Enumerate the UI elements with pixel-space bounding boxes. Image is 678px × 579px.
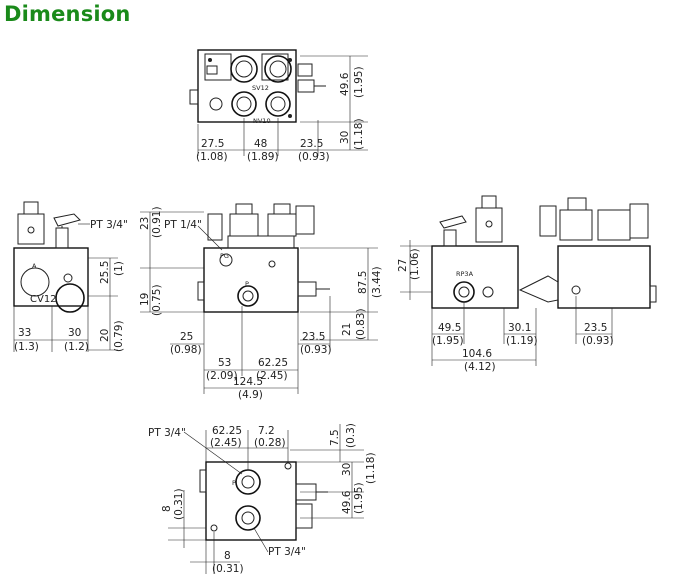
front-dim-v2-in: (0.75) — [151, 284, 163, 316]
front-dim-v4-in: (0.83) — [355, 308, 367, 340]
label-rp3a: RP3A — [456, 270, 474, 278]
front-dim-v2: 19 — [139, 293, 151, 306]
top-view: SV12 NV10 27.5 (1.08) 48 (1.89) 23.5 (0.… — [189, 49, 368, 163]
bottom-pt-label-1: PT 3/4" — [148, 427, 186, 439]
left-view: A CV12 PT 3/4" 25.5 (1) 20 (0.79) 33 (1.… — [13, 201, 128, 353]
right-dim-w3: 104.6 — [462, 348, 492, 360]
bottom-dim-w1: 62.25 — [212, 425, 242, 437]
label-a: A — [32, 262, 37, 270]
top-dim-w3-in: (0.93) — [298, 151, 330, 163]
label-sv12: SV12 — [252, 84, 269, 92]
bottom-dim-v4-in: (0.31) — [173, 488, 185, 520]
front-dim-v4: 21 — [341, 323, 353, 336]
left-dim-h1: 25.5 — [99, 261, 111, 284]
right-view: RP3A 27 (1.06) 49.5 (1.95) 30. — [397, 195, 657, 373]
left-dim-w2: 30 — [68, 327, 81, 339]
bottom-dim-v3-in: (1.95) — [353, 482, 365, 514]
right-dim-v1-in: (1.06) — [409, 248, 421, 280]
right-dim-w1: 49.5 — [438, 322, 461, 334]
bottom-dim-w1-in: (2.45) — [210, 437, 242, 449]
top-dim-w1-in: (1.08) — [196, 151, 228, 163]
label-cv12: CV12 — [30, 294, 57, 305]
top-dim-w3: 23.5 — [300, 138, 323, 150]
front-dim-v3: 87.5 — [357, 271, 369, 294]
right-dim-w3-in: (4.12) — [464, 361, 496, 373]
bottom-pt-label-2: PT 3/4" — [268, 546, 306, 558]
front-dim-w2-in: (0.93) — [300, 344, 332, 356]
left-dim-h2: 20 — [99, 329, 111, 342]
top-dim-h1: 49.6 — [339, 72, 351, 96]
front-dim-w4-in: (2.45) — [256, 370, 288, 382]
right-dim-w2: 30.1 — [508, 322, 531, 334]
top-dim-w1: 27.5 — [201, 138, 224, 150]
left-dim-h1-in: (1) — [113, 261, 125, 276]
bottom-dim-w3-in: (0.31) — [212, 563, 244, 575]
front-dim-w1-in: (0.98) — [170, 344, 202, 356]
bottom-dim-w3: 8 — [224, 550, 231, 562]
page-title: Dimension — [4, 2, 131, 26]
top-dim-h1-in: (1.95) — [353, 66, 365, 98]
front-dim-w3-in: (2.09) — [206, 370, 238, 382]
top-dim-w2-in: (1.89) — [247, 151, 279, 163]
label-p: P — [245, 280, 249, 288]
label-p-bottom: P — [232, 479, 236, 487]
bottom-dim-w2: 7.2 — [258, 425, 275, 437]
bottom-dim-v2: 30 — [341, 463, 353, 476]
top-dim-w2: 48 — [254, 138, 267, 150]
bottom-dim-w2-in: (0.28) — [254, 437, 286, 449]
top-dim-h2-in: (1.18) — [353, 118, 365, 150]
bottom-dim-v3: 49.6 — [341, 490, 353, 514]
front-dim-w5-in: (4.9) — [238, 389, 263, 401]
left-dim-h2-in: (0.79) — [113, 320, 125, 352]
bottom-dim-v2-in: (1.18) — [365, 452, 377, 484]
label-pg: PG — [220, 252, 229, 260]
bottom-dim-v4: 8 — [161, 505, 173, 512]
right-dim-w2-in: (1.19) — [506, 335, 538, 347]
front-dim-w3: 53 — [218, 357, 231, 369]
left-dim-w1: 33 — [18, 327, 31, 339]
top-dim-h2: 30 — [339, 131, 351, 144]
left-dim-w1-in: (1.3) — [14, 341, 39, 353]
label-nv10: NV10 — [253, 117, 271, 125]
front-pt-label: PT 1/4" — [164, 219, 202, 231]
front-dim-v1-in: (0.91) — [151, 206, 163, 238]
left-dim-w2-in: (1.2) — [64, 341, 89, 353]
front-view: PG P PT 1/4" 23 (0.91) 19 (0.75) 87.5 (3… — [139, 203, 383, 401]
right-dim-w1-in: (1.95) — [432, 335, 464, 347]
bottom-dim-v1: 7.5 — [329, 429, 341, 446]
right-dim-v1: 27 — [397, 259, 409, 272]
front-dim-v3-in: (3.44) — [371, 266, 383, 298]
front-dim-w5: 124.5 — [233, 376, 263, 388]
left-pt-label: PT 3/4" — [90, 219, 128, 231]
bottom-dim-v1-in: (0.3) — [345, 423, 357, 448]
bottom-view: P PT 3/4" PT 3/4" 62.25 (2.45) 7.2 (0.28… — [148, 423, 377, 575]
right-dim-w4: 23.5 — [584, 322, 607, 334]
front-dim-v1: 23 — [139, 217, 151, 230]
front-dim-w4: 62.25 — [258, 357, 288, 369]
right-dim-w4-in: (0.93) — [582, 335, 614, 347]
front-dim-w1: 25 — [180, 331, 193, 343]
front-dim-w2: 23.5 — [302, 331, 325, 343]
